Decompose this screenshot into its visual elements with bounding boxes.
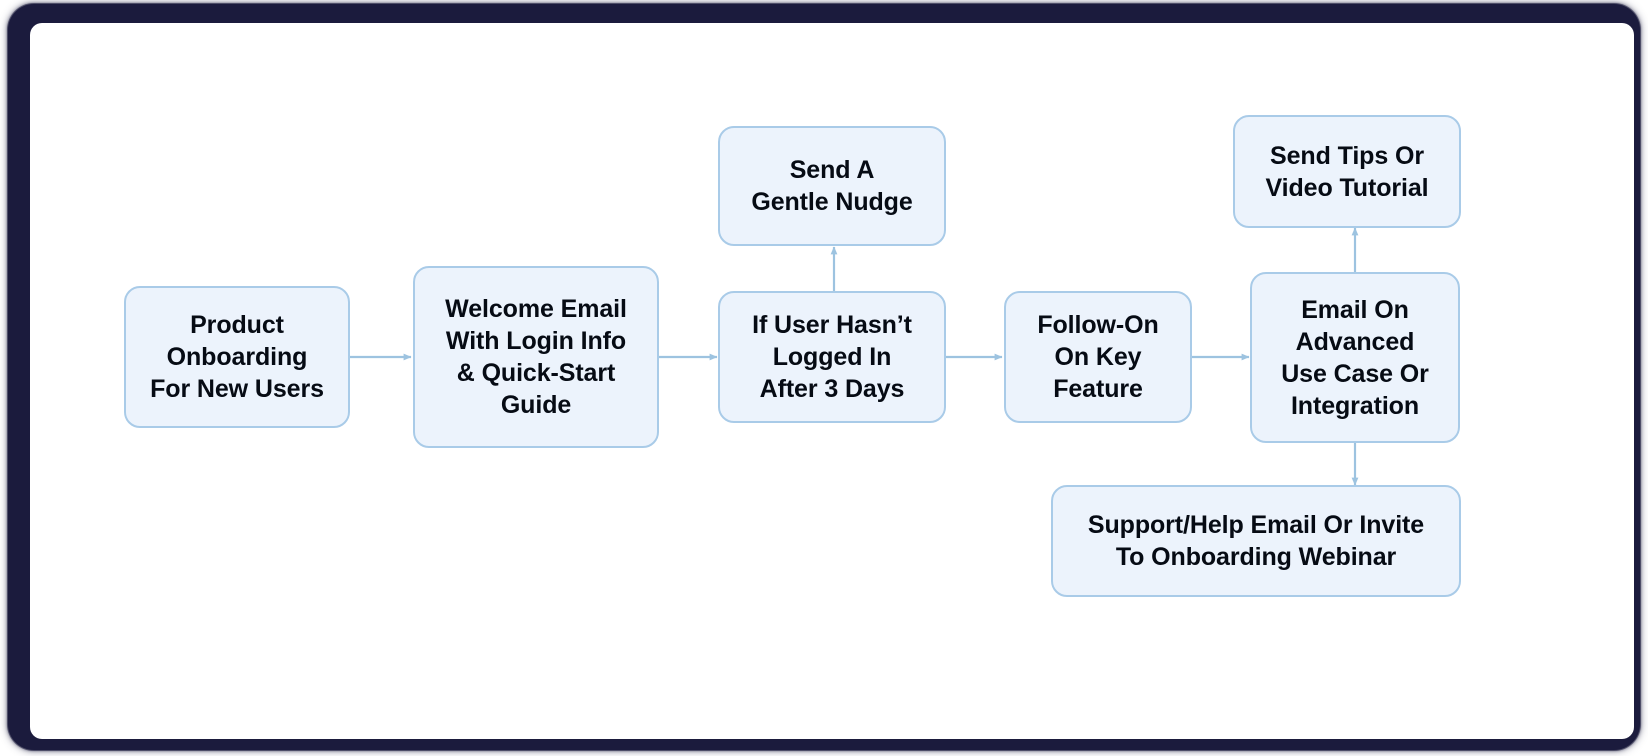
node-email-advanced-use-case[interactable]: Email On Advanced Use Case Or Integratio… [1250,272,1460,443]
node-if-user-not-logged-in[interactable]: If User Hasn’t Logged In After 3 Days [718,291,946,423]
node-follow-on-key-feature[interactable]: Follow-On On Key Feature [1004,291,1192,423]
diagram-canvas: Product Onboarding For New Users Welcome… [30,23,1634,739]
node-support-help-email[interactable]: Support/Help Email Or Invite To Onboardi… [1051,485,1461,597]
node-product-onboarding[interactable]: Product Onboarding For New Users [124,286,350,428]
node-welcome-email[interactable]: Welcome Email With Login Info & Quick-St… [413,266,659,448]
node-send-gentle-nudge[interactable]: Send A Gentle Nudge [718,126,946,246]
node-send-tips-video-tutorial[interactable]: Send Tips Or Video Tutorial [1233,115,1461,228]
